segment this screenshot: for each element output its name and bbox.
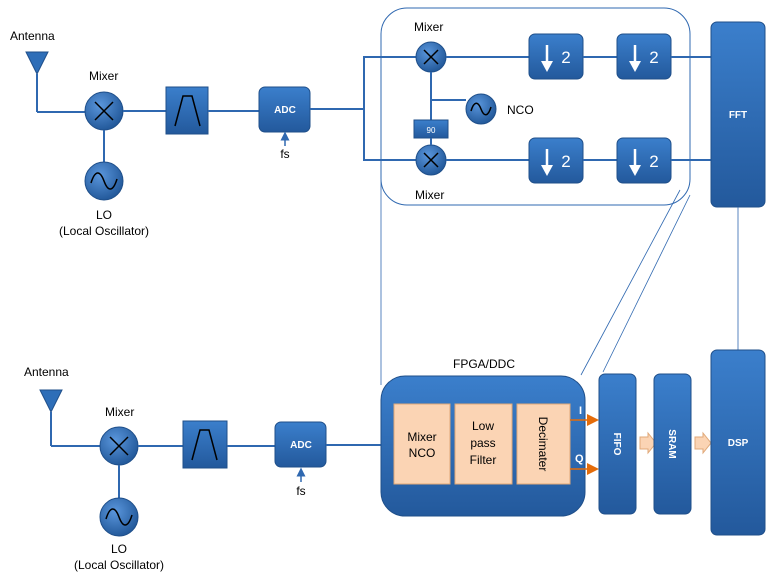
svg-text:ADC: ADC	[290, 440, 312, 451]
nco-icon	[465, 93, 497, 125]
svg-text:SRAM: SRAM	[666, 429, 677, 458]
svg-text:2: 2	[561, 152, 570, 171]
decimator-block: 2	[616, 33, 672, 80]
adc-block: ADC	[274, 421, 327, 468]
nco-label: NCO	[507, 103, 534, 117]
lowpass-filter-block: Low pass Filter	[454, 403, 513, 485]
svg-text:NCO: NCO	[409, 446, 436, 460]
svg-text:DSP: DSP	[728, 438, 749, 449]
q-label: Q	[575, 453, 584, 465]
arrow-icon	[639, 431, 657, 455]
svg-text:Filter: Filter	[470, 453, 497, 467]
svg-text:Mixer: Mixer	[407, 430, 436, 444]
decimator-block: 2	[528, 33, 584, 80]
decimator-block: 2	[616, 137, 672, 184]
fft-block: FFT	[710, 21, 766, 208]
svg-text:ADC: ADC	[274, 105, 296, 116]
bandpass-filter-icon	[165, 86, 209, 135]
decimater-block: Decimater	[516, 403, 571, 485]
svg-text:Decimater: Decimater	[536, 417, 550, 472]
lo-oscillator-icon	[84, 161, 124, 201]
svg-text:FFT: FFT	[729, 110, 747, 121]
svg-text:2: 2	[649, 48, 658, 67]
lo-label: LO	[111, 542, 127, 556]
svg-text:pass: pass	[470, 436, 495, 450]
decimator-block: 2	[528, 137, 584, 184]
bottom-chain: Antenna Mixer LO (Local Oscillator) ADC …	[24, 349, 766, 572]
fifo-block: FIFO	[598, 373, 637, 515]
mixer-icon	[84, 91, 124, 131]
svg-text:90: 90	[427, 126, 436, 135]
antenna-label: Antenna	[24, 365, 69, 379]
lo-label: LO	[96, 208, 112, 222]
antenna-label: Antenna	[10, 29, 55, 43]
arrow-icon	[694, 431, 712, 455]
ddc-mixer-bottom-icon	[415, 144, 447, 176]
antenna-icon	[25, 51, 49, 112]
bandpass-filter-icon	[182, 420, 228, 469]
phase-shift-block: 90	[413, 119, 449, 139]
fpga-title: FPGA/DDC	[453, 357, 515, 371]
mixer-icon	[99, 426, 139, 466]
zoom-guide-lines	[380, 180, 739, 385]
ddc-mixer-bottom-label: Mixer	[415, 188, 444, 202]
lo-oscillator-icon	[99, 497, 139, 537]
i-label: I	[579, 405, 582, 417]
antenna-icon	[39, 389, 63, 446]
top-chain: Antenna Mixer LO (Local Oscillator) ADC	[10, 7, 766, 238]
dsp-block: DSP	[710, 349, 766, 536]
ddc-mixer-top-icon	[415, 41, 447, 73]
sram-block: SRAM	[653, 373, 692, 515]
ddc-mixer-top-label: Mixer	[414, 20, 443, 34]
mixer-label: Mixer	[89, 69, 118, 83]
mixer-label: Mixer	[105, 405, 134, 419]
lo-sublabel: (Local Oscillator)	[59, 224, 149, 238]
fs-label: fs	[280, 147, 289, 161]
adc-block: ADC	[258, 86, 311, 133]
svg-text:2: 2	[561, 48, 570, 67]
svg-text:FIFO: FIFO	[611, 433, 622, 456]
mixer-nco-block: Mixer NCO	[393, 403, 451, 485]
ddc-group	[380, 7, 691, 206]
svg-text:Low: Low	[472, 419, 494, 433]
lo-sublabel: (Local Oscillator)	[74, 558, 164, 572]
svg-text:2: 2	[649, 152, 658, 171]
fs-label: fs	[296, 484, 305, 498]
